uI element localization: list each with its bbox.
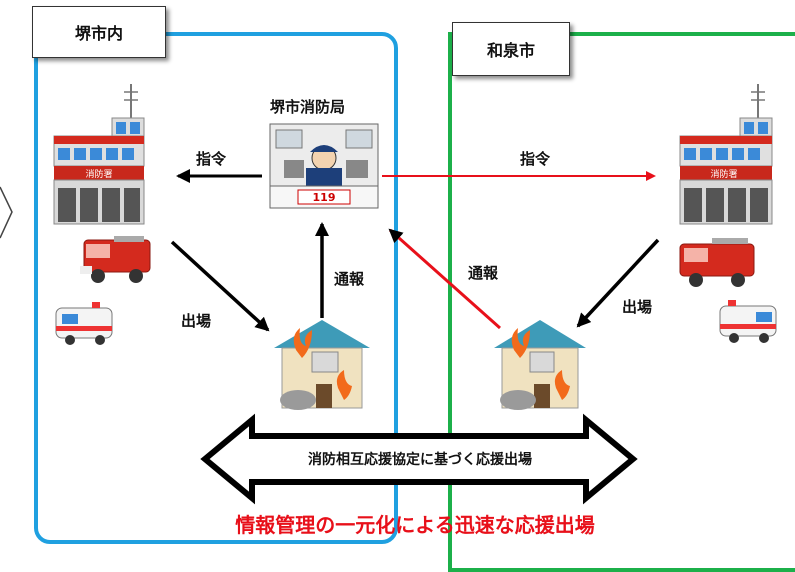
report-label-left: 通報 xyxy=(334,270,365,288)
fire-station-right-icon: 消防署 xyxy=(679,84,773,225)
burning-house-left-icon xyxy=(274,320,370,410)
agreement-label: 消防相互応援協定に基づく応援出場 xyxy=(308,452,532,468)
fire-truck-right-icon xyxy=(679,238,755,287)
svg-text:消防署: 消防署 xyxy=(85,168,112,180)
ambulance-left-icon xyxy=(55,302,113,345)
svg-text:消防署: 消防署 xyxy=(710,168,737,180)
report-arrow-right xyxy=(388,228,501,330)
dispatch-center-icon: 119 xyxy=(269,123,379,209)
dispatch-label-left: 出場 xyxy=(181,312,212,330)
dispatch-center-title: 堺市消防局 xyxy=(270,98,346,116)
sakai-region-border xyxy=(34,32,398,544)
diagram-arrows: 消防署 119 xyxy=(53,84,777,505)
footer-caption: 情報管理の一元化による迅速な応援出場 xyxy=(235,513,595,537)
fire-station-left-icon: 消防署 xyxy=(53,84,145,225)
dispatch-arrow-left xyxy=(170,240,270,332)
fire-truck-left-icon xyxy=(80,236,151,283)
left-chevron-partial xyxy=(0,186,13,239)
izumi-region-label: 和泉市 xyxy=(452,22,570,76)
command-label-right: 指令 xyxy=(520,150,551,168)
command-label-left: 指令 xyxy=(196,150,227,168)
sakai-region-label: 堺市内 xyxy=(32,6,166,58)
dispatch-label-right: 出場 xyxy=(622,298,653,316)
ambulance-right-icon xyxy=(719,300,777,343)
agreement-double-arrow xyxy=(200,413,638,505)
dispatch-arrow-right xyxy=(576,238,660,328)
report-label-right: 通報 xyxy=(468,264,499,282)
svg-text:119: 119 xyxy=(313,191,336,204)
burning-house-right-icon xyxy=(494,320,586,410)
